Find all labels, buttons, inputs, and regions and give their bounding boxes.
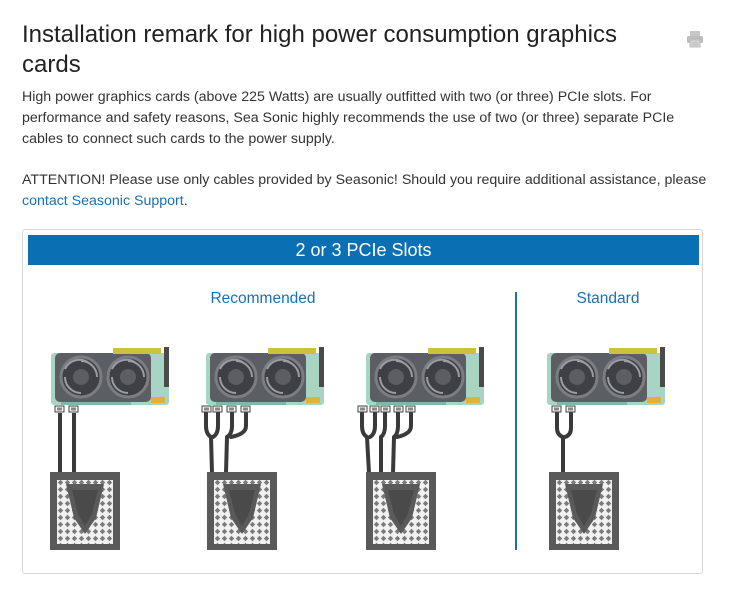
standard-label: Standard [576,290,640,307]
banner-title: 2 or 3 PCIe Slots [28,235,699,265]
attention-text: ATTENTION! Please use only cables provid… [22,172,707,188]
contact-support-link[interactable]: contact Seasonic Support [22,193,184,209]
page-title: Installation remark for high power consu… [22,21,617,78]
illustration-canvas [49,345,667,550]
intro-paragraph: High power graphics cards (above 225 Wat… [22,89,675,147]
printer-icon[interactable] [686,30,704,48]
pcie-illustration: 2 or 3 PCIe Slots Recommended Standard [22,229,703,574]
section-divider [515,292,517,550]
attention-suffix: . [183,193,188,209]
attention-paragraph: ATTENTION! Please use only cables provid… [22,170,712,212]
recommended-label: Recommended [210,290,316,307]
